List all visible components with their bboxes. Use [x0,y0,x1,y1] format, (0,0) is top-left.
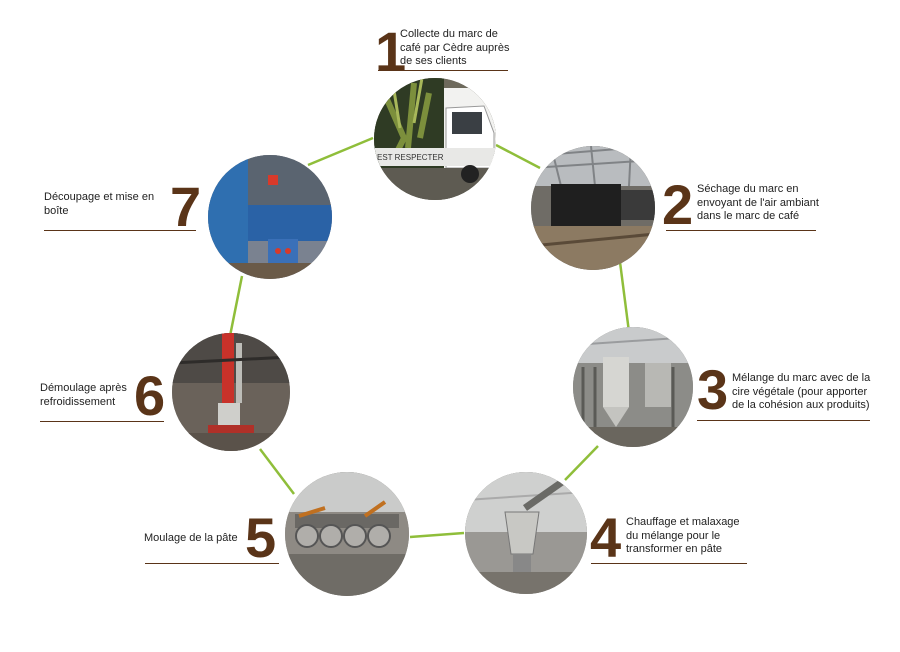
step-3-rule [697,420,870,421]
step-1-photo: EST RESPECTER [374,78,496,200]
caption-line: dans le marc de café [697,210,800,222]
caption-line: du mélange pour le [626,529,721,542]
step-7-number: 7 [170,175,202,238]
step-5-rule [145,563,279,564]
caption-line: Démoulage après [40,382,127,394]
caption-line: Séchage du marc en [697,183,799,195]
connector-6-7 [228,275,244,337]
truck-side-text: EST RESPECTER [377,153,444,162]
step-4-caption: Chauffage et malaxage du mélange pour le… [626,516,756,557]
caption-line: Chauffage et malaxage [626,516,740,528]
connector-5-6 [259,448,295,495]
moulds-photo-icon [285,472,409,596]
caption-line: envoyant de l'air ambiant [697,196,819,209]
step-6-rule [40,421,164,422]
caption-line: café par Cèdre auprès [400,41,510,54]
connector-1-2 [495,143,541,170]
step-2-rule [666,230,816,231]
connector-2-3 [618,261,631,333]
step-2-caption: Séchage du marc en envoyant de l'air amb… [697,183,837,224]
mixing-machinery-photo-icon [573,327,693,447]
step-5-caption: Moulage de la pâte [144,532,244,546]
connector-7-1 [307,136,374,167]
step-4-photo [465,472,587,594]
step-7-rule [44,230,196,231]
caption-line: boîte [44,204,69,217]
caption-line: transformer en pâte [626,543,722,555]
connector-3-4 [564,445,599,481]
delivery-truck-photo-icon: EST RESPECTER [374,78,496,200]
step-5-photo [285,472,409,596]
cutting-machine-photo-icon [208,155,332,279]
step-3-number: 3 [697,358,729,421]
caption-line: refroidissement [40,395,116,408]
step-3-photo [573,327,693,447]
drying-warehouse-photo-icon [531,146,655,270]
step-2-number: 2 [662,173,694,236]
step-1-rule [378,70,508,71]
step-4-rule [591,563,747,564]
step-6-number: 6 [134,364,166,427]
demoulding-press-photo-icon [172,333,290,451]
step-6-photo [172,333,290,451]
step-1-caption: Collecte du marc de café par Cèdre auprè… [400,28,530,69]
heating-hopper-photo-icon [465,472,587,594]
caption-line: de la cohésion aux produits) [732,399,870,411]
caption-line: de ses clients [400,55,467,67]
caption-line: Moulage de la pâte [144,532,238,544]
caption-line: Découpage et mise en [44,191,155,203]
step-4-number: 4 [590,506,622,569]
connector-4-5 [409,531,465,539]
step-2-photo [531,146,655,270]
caption-line: Collecte du marc de [400,28,498,40]
caption-line: Mélange du marc avec de la [732,372,871,384]
step-5-number: 5 [245,506,277,569]
caption-line: cire végétale (pour apporter [732,385,868,398]
step-6-caption: Démoulage après refroidissement [40,382,140,409]
step-7-caption: Découpage et mise en boîte [44,191,169,218]
step-7-photo [208,155,332,279]
step-3-caption: Mélange du marc avec de la cire végétale… [732,372,882,413]
